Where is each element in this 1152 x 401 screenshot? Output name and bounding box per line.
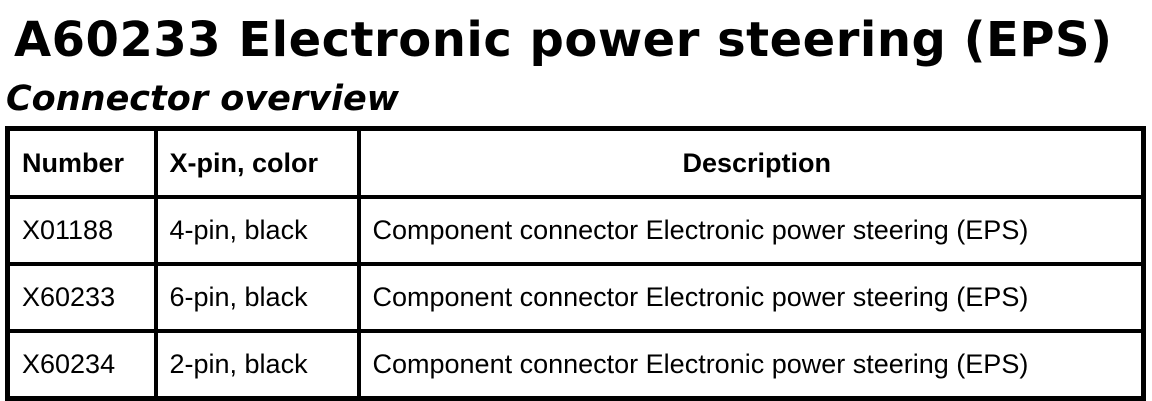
connector-number-cell: X01188	[5, 195, 158, 266]
connector-description-cell: Component connector Electronic power ste…	[356, 195, 1146, 266]
column-header-number: Number	[5, 126, 158, 199]
column-header-description: Description	[356, 126, 1146, 199]
table-row: X01188 4-pin, black Component connector …	[5, 195, 1146, 266]
table-row: X60234 2-pin, black Component connector …	[5, 329, 1146, 401]
connector-description-cell: Component connector Electronic power ste…	[356, 329, 1146, 401]
connector-number-cell: X60234	[5, 329, 158, 401]
table-row: X60233 6-pin, black Component connector …	[5, 262, 1146, 333]
connector-number-cell: X60233	[5, 262, 158, 333]
connector-description-cell: Component connector Electronic power ste…	[356, 262, 1146, 333]
column-header-xpin-color: X-pin, color	[153, 126, 361, 199]
connector-xpin-cell: 6-pin, black	[153, 262, 361, 333]
connector-xpin-cell: 4-pin, black	[153, 195, 361, 266]
page-title: A60233 Electronic power steering (EPS)	[14, 12, 1113, 68]
connector-xpin-cell: 2-pin, black	[153, 329, 361, 401]
section-subtitle: Connector overview	[6, 79, 400, 119]
connector-table: Number X-pin, color Description X01188 4…	[5, 126, 1146, 401]
table-header-row: Number X-pin, color Description	[5, 126, 1146, 199]
